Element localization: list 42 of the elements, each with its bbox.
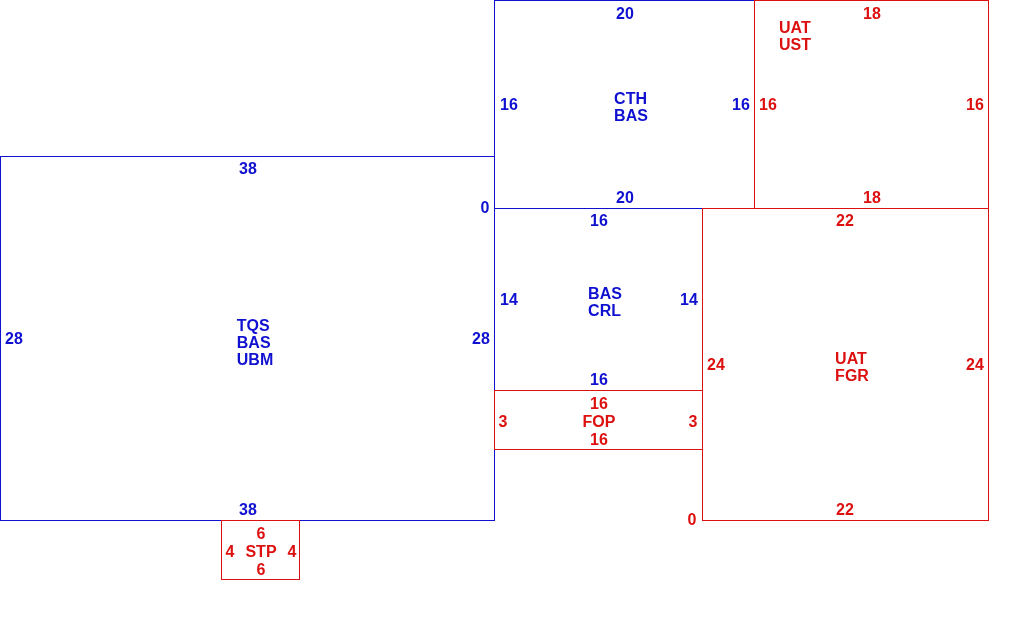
- dimension-label: 16: [590, 211, 608, 229]
- room-outline: [494, 390, 703, 450]
- dimension-label: 16: [966, 95, 984, 113]
- dimension-label: 28: [472, 329, 490, 347]
- room-name: STP: [245, 542, 277, 560]
- dimension-label: 38: [239, 500, 257, 518]
- room-name: CTH BAS: [614, 90, 648, 124]
- dimension-label: 24: [966, 355, 984, 373]
- dimension-label: 18: [863, 4, 881, 22]
- dimension-label: 16: [759, 95, 777, 113]
- room-name: UAT UST: [779, 19, 811, 53]
- room-name: BAS CRL: [588, 285, 622, 319]
- dimension-label: 20: [616, 4, 634, 22]
- corner-label: 0: [687, 510, 697, 528]
- dimension-label: 16: [500, 95, 518, 113]
- dimension-label: 22: [836, 211, 854, 229]
- dimension-label: 3: [498, 412, 508, 430]
- room-name: UAT FGR: [835, 350, 869, 384]
- dimension-label: 18: [863, 188, 881, 206]
- dimension-label: 4: [225, 542, 235, 560]
- dimension-label: 14: [680, 290, 698, 308]
- corner-label: 0: [480, 198, 490, 216]
- room-name: FOP: [582, 412, 616, 430]
- dimension-label: 28: [5, 329, 23, 347]
- dimension-label: 16: [590, 430, 608, 448]
- room-outline: [754, 0, 989, 209]
- dimension-label: 4: [287, 542, 297, 560]
- room-outline: [702, 208, 989, 521]
- dimension-label: 3: [688, 412, 698, 430]
- dimension-label: 38: [239, 159, 257, 177]
- room-outline: [0, 156, 495, 521]
- dimension-label: 20: [616, 188, 634, 206]
- room-name: TQS BAS UBM: [236, 316, 274, 368]
- dimension-label: 6: [256, 524, 266, 542]
- room-outline: [221, 520, 300, 580]
- dimension-label: 14: [500, 290, 518, 308]
- dimension-label: 16: [590, 370, 608, 388]
- dimension-label: 16: [732, 95, 750, 113]
- dimension-label: 16: [590, 394, 608, 412]
- dimension-label: 6: [256, 560, 266, 578]
- dimension-label: 22: [836, 500, 854, 518]
- dimension-label: 24: [707, 355, 725, 373]
